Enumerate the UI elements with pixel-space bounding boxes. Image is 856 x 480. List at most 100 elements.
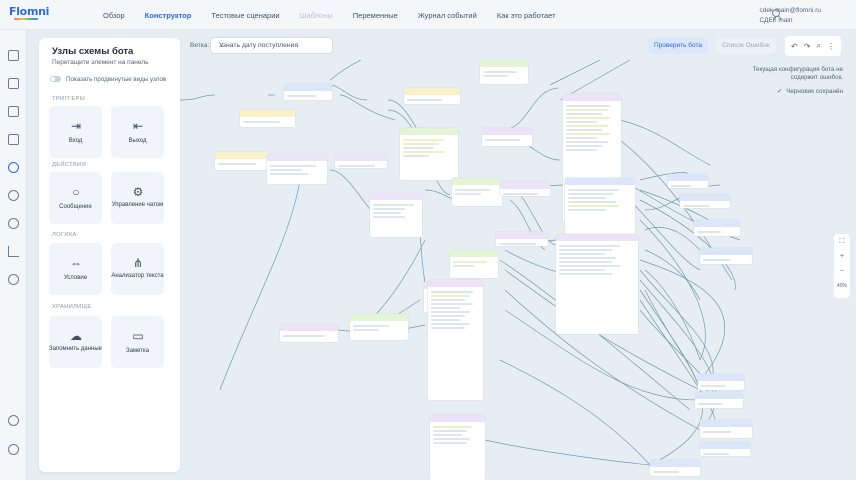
- tile-note[interactable]: ▭ Заметка: [111, 316, 164, 368]
- tasks-icon[interactable]: [8, 134, 19, 145]
- bot-icon[interactable]: [8, 162, 19, 173]
- flow-node[interactable]: [650, 460, 700, 476]
- node-header: [400, 128, 458, 135]
- stats-icon[interactable]: [8, 246, 19, 257]
- options-icon[interactable]: ⋮: [826, 41, 835, 51]
- nav-item-templates[interactable]: Шаблоны: [299, 10, 333, 20]
- mail-icon[interactable]: [8, 78, 19, 89]
- node-header: [280, 324, 338, 331]
- node-header: [480, 60, 528, 67]
- tile-label: Условие: [63, 275, 88, 281]
- advanced-nodes-label: Показать продвинутые виды узлов: [66, 76, 167, 83]
- flow-node[interactable]: [480, 60, 528, 84]
- errors-list-button[interactable]: Список Ошибок: [716, 38, 776, 54]
- flow-node[interactable]: [680, 194, 730, 208]
- nav-item-variables[interactable]: Переменные: [352, 10, 398, 20]
- flow-canvas[interactable]: [180, 60, 856, 480]
- node-header: [496, 232, 548, 239]
- node-header: [267, 154, 327, 161]
- zoom-out-icon[interactable]: −: [839, 268, 845, 275]
- flow-node[interactable]: [335, 154, 387, 168]
- tile-remember-data[interactable]: ☁ Запомнить данные: [49, 316, 102, 368]
- flow-node[interactable]: [452, 178, 502, 206]
- branch-value: Узнать дату поступления: [219, 42, 299, 49]
- logo-text: Flomni: [9, 5, 50, 18]
- support-icon[interactable]: [8, 218, 19, 229]
- flow-node[interactable]: [496, 232, 548, 246]
- flow-node[interactable]: [370, 193, 422, 237]
- flow-node[interactable]: [404, 88, 460, 104]
- advanced-nodes-toggle[interactable]: [50, 76, 61, 82]
- list-icon[interactable]: [8, 106, 19, 117]
- flow-node[interactable]: [400, 128, 458, 180]
- chevron-down-icon: ⌄: [219, 42, 225, 49]
- flow-node[interactable]: [556, 234, 638, 334]
- flow-node[interactable]: [350, 314, 408, 340]
- tile-condition[interactable]: ⇔ Условие: [49, 243, 102, 295]
- flow-node[interactable]: [700, 248, 752, 264]
- nav-item-how-it-works[interactable]: Как это работает: [496, 10, 556, 20]
- search-icon[interactable]: ⌕: [816, 41, 821, 50]
- cloud-upload-icon: ☁: [70, 329, 82, 343]
- nav-item-test-scenarios[interactable]: Тестовые сценарии: [211, 10, 280, 20]
- tile-exit[interactable]: ⇤ Выход: [111, 106, 164, 158]
- branch-label: Ветка:: [190, 42, 210, 49]
- node-header: [500, 182, 550, 189]
- flow-node[interactable]: [450, 250, 498, 278]
- flow-node[interactable]: [668, 174, 708, 188]
- flow-node[interactable]: [482, 128, 532, 146]
- draft-saved: ✓Черновик сохранён: [777, 88, 843, 95]
- flow-node[interactable]: [284, 84, 332, 100]
- node-header: [700, 420, 752, 427]
- node-header: [452, 178, 502, 185]
- branch-select[interactable]: Узнать дату поступления ⌄: [210, 37, 333, 54]
- section-triggers: ТРИГГЕРЫ: [52, 96, 86, 102]
- node-header: [700, 248, 752, 255]
- check-bot-button[interactable]: Проверить бота: [648, 38, 708, 54]
- flow-node[interactable]: [698, 374, 744, 390]
- user-info[interactable]: cdek-main@flomni.ru СДЕК main: [759, 6, 821, 26]
- top-bar: Flomni Обзор Конструктор Тестовые сценар…: [0, 0, 856, 30]
- flow-node[interactable]: [267, 154, 327, 184]
- flow-node[interactable]: [280, 324, 338, 342]
- help-chat-icon[interactable]: [8, 415, 19, 426]
- chat-icon[interactable]: [8, 190, 19, 201]
- fit-icon[interactable]: ⛶: [839, 238, 845, 245]
- logo-underline: [14, 18, 38, 20]
- tile-entry[interactable]: ⇥ Вход: [49, 106, 102, 158]
- flow-node[interactable]: [700, 442, 750, 456]
- flow-node[interactable]: [694, 220, 740, 236]
- note-icon: ▭: [132, 329, 144, 343]
- redo-icon[interactable]: ↷: [803, 41, 811, 51]
- flow-node[interactable]: [240, 110, 295, 127]
- node-palette: Узлы схемы бота Перетащите элемент на па…: [39, 38, 180, 472]
- flow-node[interactable]: [430, 415, 485, 480]
- flow-node[interactable]: [428, 280, 483, 400]
- flow-node[interactable]: [700, 420, 752, 438]
- nav-item-event-log[interactable]: Журнал событий: [417, 10, 477, 20]
- main-nav: Обзор Конструктор Тестовые сценарии Шабл…: [103, 0, 576, 30]
- node-header: [482, 128, 532, 135]
- zoom-level: 40%: [836, 283, 847, 289]
- undo-icon[interactable]: ↶: [791, 41, 798, 51]
- search-icon[interactable]: [8, 274, 19, 285]
- node-header: [350, 314, 408, 321]
- zoom-controls: ⛶ + − 40%: [834, 234, 850, 298]
- nav-item-constructor[interactable]: Конструктор: [144, 10, 192, 20]
- palette-title: Узлы схемы бота: [52, 46, 134, 57]
- arrows-icon: ⇔: [70, 256, 82, 270]
- flow-node[interactable]: [215, 152, 268, 170]
- tile-chat-control[interactable]: ⚙ Управление чатом: [111, 172, 164, 224]
- nav-item-overview[interactable]: Обзор: [103, 10, 125, 20]
- user-icon[interactable]: [772, 9, 781, 20]
- zoom-in-icon[interactable]: +: [839, 253, 845, 260]
- app-logo[interactable]: Flomni: [9, 5, 49, 18]
- dashboard-icon[interactable]: [8, 50, 19, 61]
- tile-text-analyzer[interactable]: ⋔ Анализатор текста: [111, 243, 164, 295]
- node-header: [556, 234, 638, 241]
- tile-label: Сообщение: [59, 204, 92, 210]
- flow-node[interactable]: [500, 182, 550, 196]
- help-icon[interactable]: [8, 444, 19, 455]
- flow-node[interactable]: [695, 392, 743, 408]
- tile-message[interactable]: ○ Сообщение: [49, 172, 102, 224]
